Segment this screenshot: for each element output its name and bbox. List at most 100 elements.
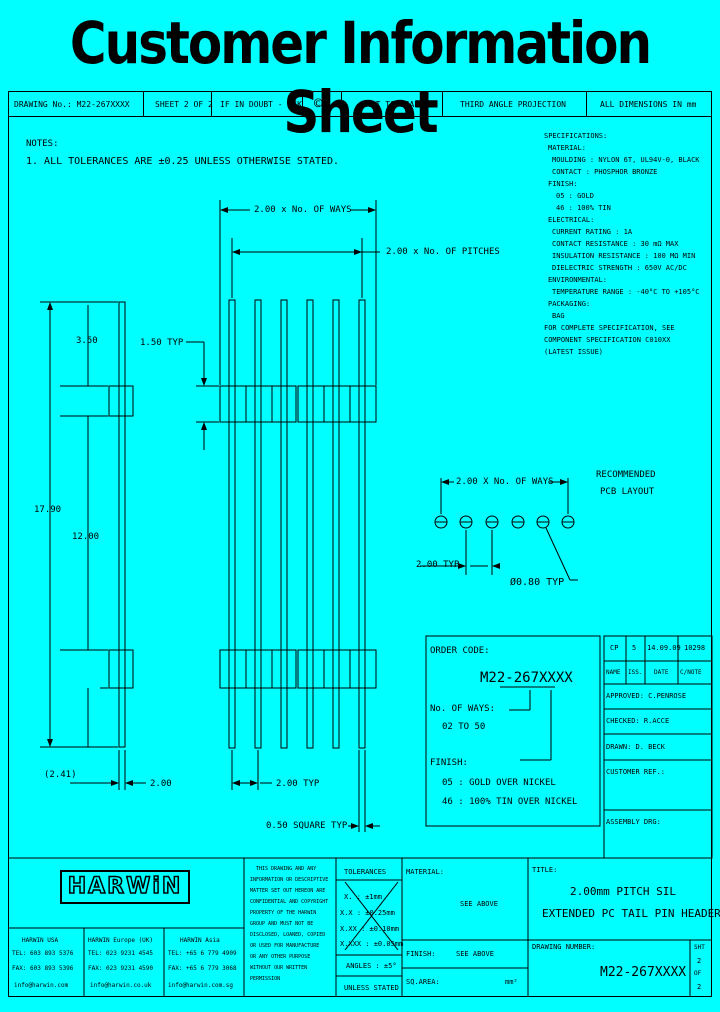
tolerance-row: X.X : ±0.25mm	[340, 909, 395, 917]
finish-05: 05 : GOLD OVER NICKEL	[442, 778, 556, 788]
insulator-bottom-right	[297, 649, 377, 689]
dim-200: 2.00	[150, 779, 172, 789]
spec-line: ELECTRICAL:	[548, 216, 595, 224]
material-label: MATERIAL:	[406, 868, 444, 876]
spec-line: CONTACT : PHOSPHOR BRONZE	[552, 168, 658, 176]
copyright-line: PERMISSION	[250, 976, 281, 982]
asia-line: HARWIN Asia	[180, 937, 220, 944]
copyright-line: MATTER SET OUT HEREON ARE	[250, 888, 326, 894]
dim-050-square: 0.50 SQUARE TYP	[266, 821, 348, 831]
order-code-heading: ORDER CODE:	[430, 646, 490, 656]
spec-line: MATERIAL:	[548, 144, 586, 152]
spec-line: PACKAGING:	[548, 300, 591, 308]
pcb-holes	[434, 515, 575, 529]
drawn: DRAWN: D. BECK	[606, 743, 666, 751]
drawing-no-label: DRAWING No.: M22-267XXXX	[14, 100, 130, 109]
spec-line: TEMPERATURE RANGE : -40°C TO +105°C	[552, 288, 700, 296]
material-value: SEE ABOVE	[460, 900, 498, 908]
rev-head-iss: ISS.	[628, 669, 643, 676]
side-view-insulator-bottom	[108, 649, 134, 689]
tolerance-row: X.XXX : ±0.05mm	[340, 940, 404, 948]
finish-label: FINISH:	[430, 758, 468, 768]
harwin-logo: HARWiN	[60, 870, 190, 904]
header-strip	[8, 91, 712, 117]
dim-1790: 17.90	[34, 505, 62, 515]
copyright-line: WITHOUT OUR WRITTEN	[250, 965, 308, 971]
finish-footer-value: SEE ABOVE	[456, 950, 494, 958]
dim-ways: 2.00 x No. OF WAYS	[254, 205, 352, 215]
europe-line: TEL: 023 9231 4545	[88, 950, 154, 957]
sht-label: SHT	[694, 944, 705, 951]
copyright-line: CONFIDENTIAL AND COPYRIGHT	[250, 899, 329, 905]
spec-line: ENVIRONMENTAL:	[548, 276, 608, 284]
ways-range: 02 TO 50	[442, 722, 486, 732]
tolerance-row: X. : ±1mm	[344, 893, 382, 901]
copyright-line: PROPERTY OF THE HARWIN	[250, 910, 317, 916]
dim-241: (2.41)	[44, 770, 77, 780]
rev-head-change: C/NOTE	[680, 669, 702, 676]
usa-line: info@harwin.com	[14, 982, 69, 989]
dim-pitches: 2.00 x No. OF PITCHES	[386, 247, 500, 257]
europe-line: HARWIN Europe (UK)	[88, 937, 154, 944]
notes-heading: NOTES:	[26, 139, 59, 149]
revision-block	[603, 635, 713, 859]
copyright-line: INFORMATION OR DESCRIPTIVE	[250, 877, 329, 883]
drawing-number-value: M22-267XXXX	[600, 965, 687, 980]
ways-label: No. OF WAYS:	[430, 704, 496, 714]
rev-date: 14.09.09	[647, 644, 681, 652]
europe-line: FAX: 023 9231 4590	[88, 965, 154, 972]
side-view-insulator-top	[108, 385, 134, 417]
spec-line: FINISH:	[548, 180, 578, 188]
dim-150-typ: 1.50 TYP	[140, 338, 184, 348]
sht-number: 2	[697, 957, 702, 965]
pcb-title-2: PCB LAYOUT	[600, 487, 655, 497]
asia-line: TEL: +65 6 779 4909	[168, 950, 237, 957]
copyright-line: GROUP AND MUST NOT BE	[250, 921, 314, 927]
pcb-ways: 2.00 X No. OF WAYS	[456, 477, 554, 487]
asia-line: FAX: +65 6 779 3068	[168, 965, 237, 972]
spec-line: MOULDING : NYLON 6T, UL94V-0, BLACK	[552, 156, 700, 164]
rev-change: 10298	[684, 644, 706, 652]
drawing-number-label: DRAWING NUMBER:	[532, 943, 596, 951]
front-view-pins	[228, 299, 366, 749]
copyright-line: OR ANY OTHER PURPOSE	[250, 954, 311, 960]
copyright-line: OR USED FOR MANUFACTURE	[250, 943, 320, 949]
unless-stated: UNLESS STATED	[344, 984, 399, 992]
pcb-title-1: RECOMMENDED	[596, 470, 656, 480]
spec-line: INSULATION RESISTANCE : 100 MΩ MIN	[552, 252, 696, 260]
insulator-top-right	[297, 385, 377, 423]
dim-1200: 12.00	[72, 532, 100, 542]
rev-by: CP	[610, 644, 619, 652]
finish-46: 46 : 100% TIN OVER NICKEL	[442, 797, 578, 807]
title-label: TITLE:	[532, 866, 558, 874]
spec-line: 46 : 100% TIN	[556, 204, 611, 212]
copyright-symbol: ©	[314, 96, 323, 112]
projection-label: THIRD ANGLE PROJECTION	[460, 100, 566, 109]
checked: CHECKED: R.ACCE	[606, 717, 670, 725]
angles: ANGLES : ±5°	[346, 962, 397, 970]
product-title-2: EXTENDED PC TAIL PIN HEADER	[542, 907, 720, 920]
usa-line: TEL: 603 893 5376	[12, 950, 74, 957]
insulator-top-left	[219, 385, 297, 423]
sq-area-label: SQ.AREA:	[406, 978, 440, 986]
pcb-pitch: 2.00 TYP	[416, 560, 460, 570]
rev-iss: 5	[632, 644, 637, 652]
of-label: OF	[694, 970, 702, 977]
tolerances-heading: TOLERANCES	[344, 868, 387, 876]
dimensions-label: ALL DIMENSIONS IN mm	[600, 100, 697, 109]
spec-line: COMPONENT SPECIFICATION C010XX	[544, 336, 671, 344]
spec-line: SPECIFICATIONS:	[544, 132, 608, 140]
sheet-label: SHEET 2 OF 2	[155, 100, 213, 109]
sq-area-unit: mm²	[505, 978, 518, 986]
spec-line: DIELECTRIC STRENGTH : 650V AC/DC	[552, 264, 687, 272]
order-code-value: M22-267XXXX	[480, 670, 573, 686]
spec-line: BAG	[552, 312, 565, 320]
of-number: 2	[697, 983, 702, 991]
tolerance-row: X.XX : ±0.10mm	[340, 925, 400, 933]
finish-footer-label: FINISH:	[406, 950, 436, 958]
side-view-pin	[118, 301, 126, 748]
usa-line: FAX: 603 893 5396	[12, 965, 74, 972]
spec-line: CURRENT RATING : 1A	[552, 228, 633, 236]
pcb-hole: Ø0.80 TYP	[510, 577, 565, 588]
